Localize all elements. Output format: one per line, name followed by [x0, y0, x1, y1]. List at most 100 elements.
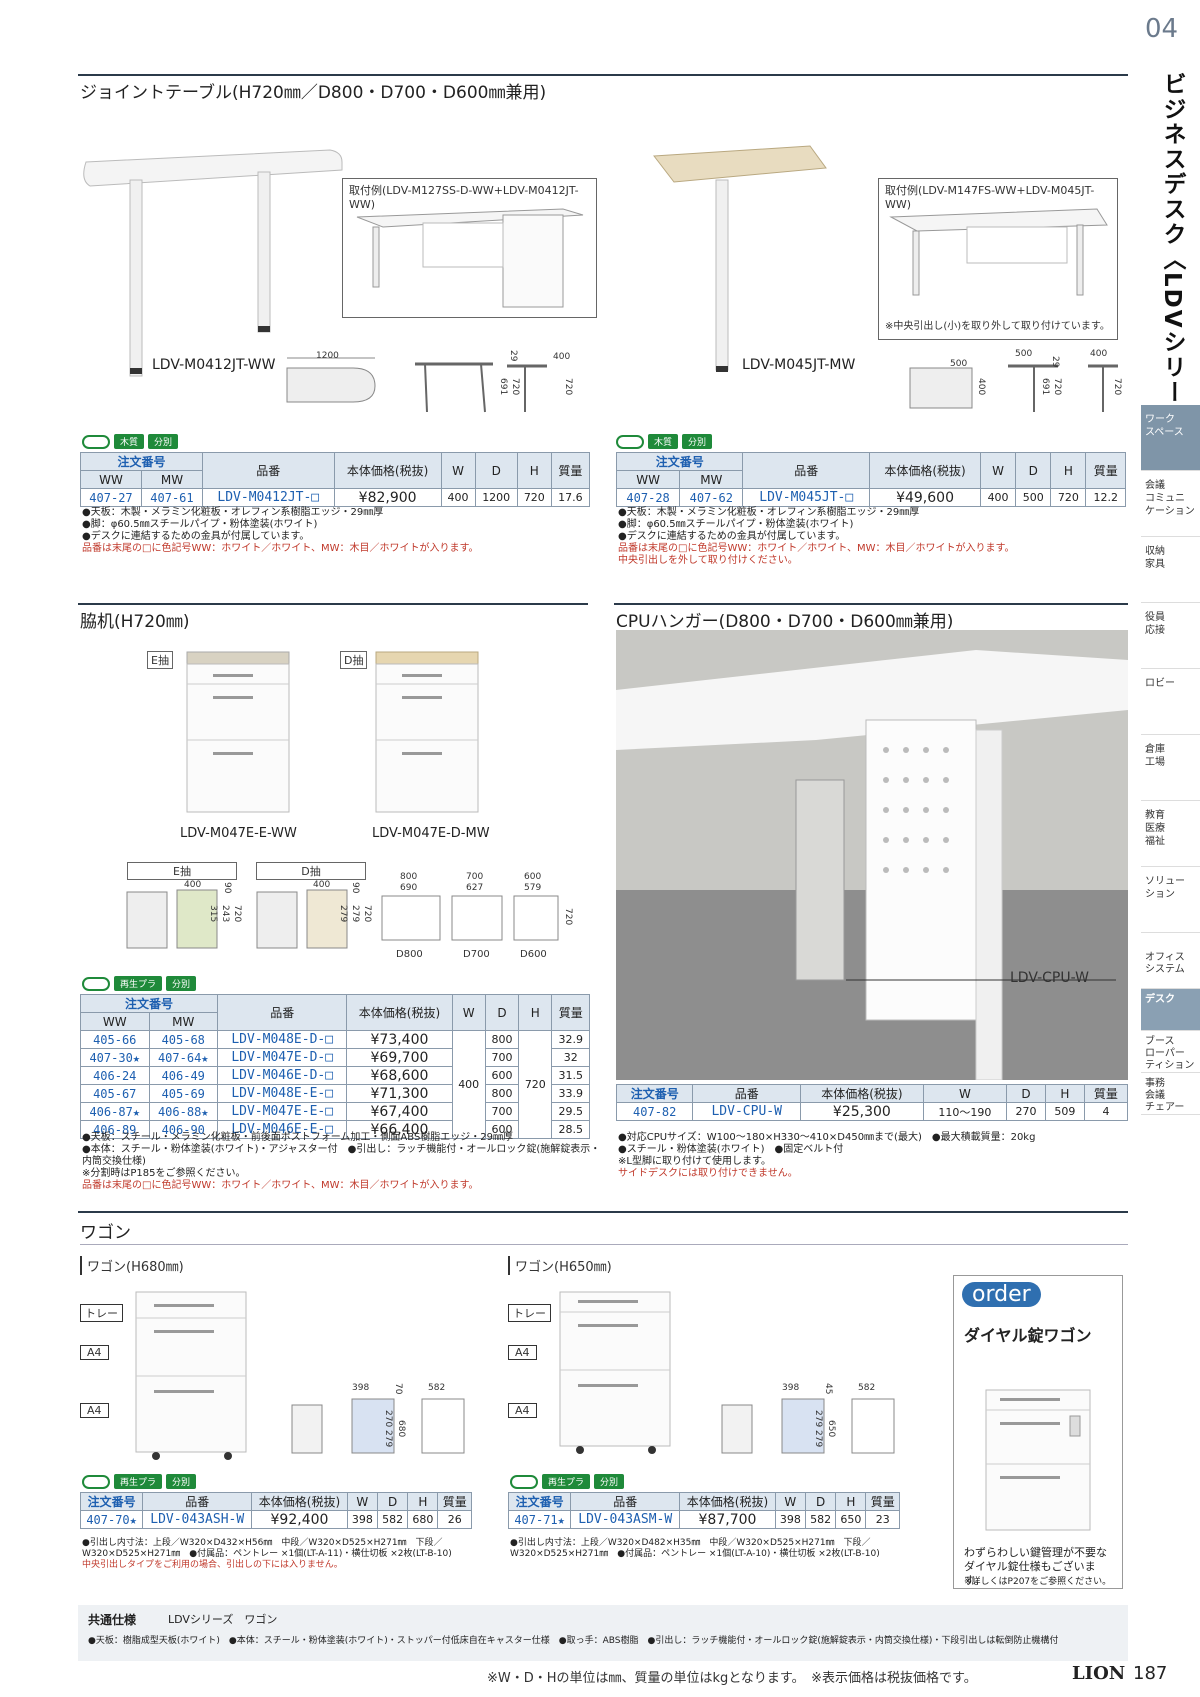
table-row: 407-27 407-61 LDV-M0412JT-□ ¥82,900 400 …: [80, 488, 591, 507]
side-desk-e-photo: [183, 650, 293, 816]
joint-left-dimensions: [286, 357, 547, 413]
joint-left-dim-h4: 720: [563, 378, 573, 396]
cell-w: 400: [451, 1030, 486, 1139]
joint-left-dim-w: 1200: [316, 351, 339, 361]
cell-part-no: LDV-M047E-D-□: [216, 1048, 348, 1067]
table-row: 406-89 406-90 LDV-M046E-E-□ ¥66,400 600 …: [80, 1120, 590, 1139]
sidenav-item-desk[interactable]: デスク: [1141, 989, 1200, 1031]
note-line: W320×D525×H271㎜ ●付属品：ペントレー ×1個(LT-A-11)・…: [82, 1549, 452, 1559]
sidenav-item-solution[interactable]: ソリュー ション: [1141, 867, 1200, 933]
joint-left-notes: ●天板：木製・メラミン化粧板・オレフィン系樹脂エッジ・29㎜厚 ●脚：φ60.5…: [82, 507, 602, 555]
sidenav-item-chair[interactable]: 事務 会議 チェアー: [1141, 1073, 1200, 1115]
d-dim-b: 279: [338, 905, 348, 923]
cell-price: ¥69,700: [346, 1048, 453, 1067]
footer-note: ※W・D・Hの単位は㎜、質量の単位はkgとなります。 ※表示価格は税抜価格です。: [487, 1671, 977, 1686]
cell-d: 500: [1015, 488, 1052, 507]
warn-line: 品番は末尾の□に色記号WW：ホワイト／ホワイト、MW：木目／ホワイトが入ります。: [82, 543, 479, 554]
note-line: W320×D525×H271㎜ ●付属品：ペントレー ×1個(LT-A-10)・…: [510, 1549, 880, 1559]
sidenav-item-lobby[interactable]: ロビー: [1141, 669, 1200, 735]
th-order-no: 注文番号: [79, 1492, 144, 1511]
th-order-no: 注文番号: [80, 452, 203, 471]
cell-part-no: LDV-CPU-W: [692, 1102, 801, 1121]
th-price: 本体価格(税抜): [346, 994, 453, 1031]
th-weight: 質量: [437, 1492, 472, 1511]
cell-order-mw: 407-62: [679, 488, 744, 507]
sidenav-item-executive[interactable]: 役員 応接: [1141, 603, 1200, 669]
warn-line: 中央引出しを外して取り付けください。: [618, 555, 798, 566]
depth-700-sub: 627: [466, 883, 484, 893]
sidenav-item-education[interactable]: 教育 医療 福祉: [1141, 801, 1200, 867]
note-line: ●本体：スチール・粉体塗装(ホワイト)・アジャスター付 ●引出し：ラッチ機能付・…: [82, 1144, 601, 1167]
sidenav-item-booth[interactable]: ブース ローパー ティション: [1141, 1031, 1200, 1073]
cell-weight: 33.9: [551, 1084, 590, 1103]
th-part-no: 品番: [142, 1492, 253, 1511]
wagon-right-dim-d: 582: [858, 1383, 876, 1393]
note-line: ●脚：φ60.5㎜スチールパイプ・粉体塗装(ホワイト): [82, 519, 318, 530]
cell-w: 398: [346, 1510, 378, 1529]
wagon-right-spec-table: 注文番号 品番 本体価格(税抜) W D H 質量 407-71★ LDV-04…: [507, 1492, 900, 1529]
sidenav-item-warehouse[interactable]: 倉庫 工場: [1141, 735, 1200, 801]
badge-recycled-plastic: 再生プラ: [114, 976, 163, 991]
eco-mark-icon: [82, 434, 110, 449]
cpu-hanger-title: CPUハンガー(D800・D700・D600㎜兼用): [616, 612, 954, 632]
th-h: H: [1050, 452, 1087, 489]
wagon-right-badges: 再生プラ 分別: [510, 1474, 625, 1489]
cell-part-no: LDV-M0412JT-□: [201, 488, 335, 507]
wagon-right-tag-a4-1: A4: [508, 1345, 537, 1360]
sidenav-item-workspace[interactable]: ワーク スペース: [1141, 405, 1200, 471]
th-w: W: [979, 452, 1017, 489]
th-w: W: [922, 1084, 1008, 1103]
cell-part-no: LDV-M048E-D-□: [216, 1030, 348, 1049]
cell-weight: 23: [865, 1510, 900, 1529]
joint-right-dim-h2: 691: [1040, 378, 1050, 396]
section-rule: [78, 603, 588, 605]
cell-weight: 26: [437, 1510, 472, 1529]
sidenav-item-meeting[interactable]: 会議 コミュニ ケーション: [1141, 471, 1200, 537]
wagon-right-dim-top: 45: [823, 1383, 833, 1395]
th-h: H: [518, 994, 553, 1031]
note-line: ※分割時はP185をご参照ください。: [82, 1168, 246, 1179]
cell-part-no: LDV-043ASM-W: [570, 1510, 681, 1529]
cell-weight: 32.9: [551, 1030, 590, 1049]
wagon-right-dim-h: 650: [826, 1420, 836, 1438]
cell-d: 600: [484, 1120, 520, 1139]
cell-weight: 4: [1083, 1102, 1129, 1121]
wagon-left-dim-d: 582: [428, 1383, 446, 1393]
cell-order-no: 407-71★: [507, 1510, 572, 1529]
cell-order-mw: 407-64★: [148, 1048, 218, 1067]
note-line: ●脚：φ60.5㎜スチールパイプ・粉体塗装(ホワイト): [618, 519, 854, 530]
note-line: ●天板：木製・メラミン化粧板・オレフィン系樹脂エッジ・29㎜厚: [618, 507, 920, 518]
th-h: H: [516, 452, 552, 489]
th-d: D: [376, 1492, 409, 1511]
cell-d: 270: [1006, 1102, 1046, 1121]
common-spec-series: LDVシリーズ ワゴン: [168, 1613, 278, 1626]
cell-w: 110～190: [922, 1102, 1008, 1121]
cell-order-mw: 405-68: [148, 1030, 218, 1049]
wagon-right-dim-low: 279: [813, 1430, 823, 1448]
warn-line: サイドデスクには取り付けできません。: [618, 1168, 798, 1179]
e-label: E抽: [127, 862, 237, 880]
joint-right-dim-h3: 720: [1052, 378, 1062, 396]
warn-line: 品番は末尾の□に色記号WW：ホワイト／ホワイト、MW：木目／ホワイトが入ります。: [618, 543, 1015, 554]
cpu-hanger-photo: [616, 630, 1128, 1080]
th-ww: WW: [615, 470, 681, 489]
wagon-left-notes: ●引出し内寸法：上段／W320×D432×H56㎜ 中段／W320×D525×H…: [82, 1538, 482, 1571]
cell-h: 720: [1050, 488, 1087, 507]
depth-600-top: 600: [524, 872, 542, 882]
badge-recycle: 分別: [166, 1474, 197, 1489]
table-row: 405-67 405-69 LDV-M048E-E-□ ¥71,300 800 …: [80, 1084, 590, 1103]
cpu-callout-label: LDV-CPU-W: [1010, 970, 1089, 986]
th-w: W: [451, 994, 486, 1031]
sidenav-item-storage[interactable]: 収納 家具: [1141, 537, 1200, 603]
brand-logo: LION: [1072, 1663, 1126, 1684]
note-line: ●対応CPUサイズ：W100～180×H330～410×D450㎜まで(最大) …: [618, 1132, 1036, 1143]
table-row: 407-82 LDV-CPU-W ¥25,300 110～190 270 509…: [615, 1102, 1129, 1121]
th-price: 本体価格(税抜): [869, 452, 981, 489]
cell-order-ww: 406-89: [80, 1120, 150, 1139]
cell-part-no: LDV-M046E-E-□: [216, 1120, 348, 1139]
joint-example-left: 取付例(LDV-M127SS-D-WW+LDV-M0412JT-WW): [342, 178, 597, 318]
wagon-right-photo: [558, 1290, 676, 1456]
section-rule: [78, 1211, 1128, 1213]
e-tag: E抽: [147, 651, 173, 669]
sidenav-item-office-system[interactable]: オフィス システム: [1141, 947, 1200, 989]
